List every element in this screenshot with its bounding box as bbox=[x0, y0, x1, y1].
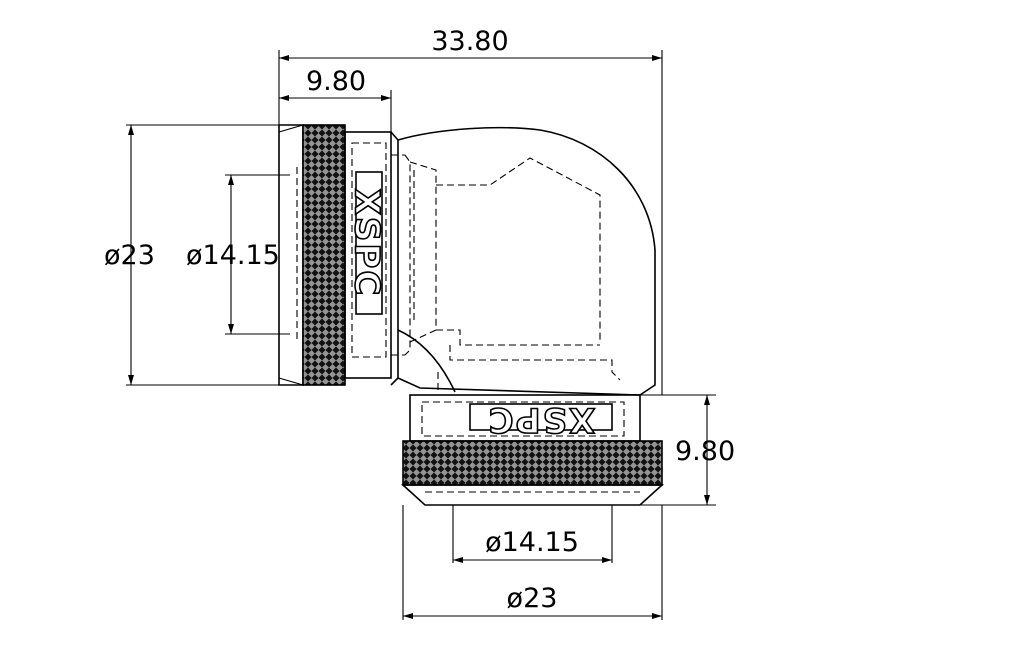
side-inner-diameter-label: ø14.15 bbox=[186, 240, 280, 271]
side-nut-length-label: 9.80 bbox=[306, 66, 366, 97]
side-outer-diameter-label: ø23 bbox=[104, 240, 155, 271]
bottom-inner-diameter-label: ø14.15 bbox=[485, 527, 579, 558]
elbow-body bbox=[390, 126, 656, 396]
side-knurled-grip bbox=[302, 124, 346, 386]
bottom-logo: XSPC bbox=[487, 400, 596, 440]
bottom-knurled-grip bbox=[402, 440, 663, 486]
side-logo-panel bbox=[355, 171, 383, 315]
bottom-logo-panel bbox=[469, 403, 613, 431]
bottom-nut-height-label: 9.80 bbox=[675, 436, 735, 467]
extension-lines bbox=[126, 50, 716, 620]
dimension-lines bbox=[128, 55, 710, 619]
bottom-outer-diameter-label: ø23 bbox=[507, 583, 558, 614]
side-nut: XSPC bbox=[278, 124, 392, 386]
side-logo: XSPC bbox=[347, 189, 387, 298]
overall-width-label: 33.80 bbox=[431, 26, 508, 57]
bottom-nut: XSPC bbox=[400, 394, 665, 506]
